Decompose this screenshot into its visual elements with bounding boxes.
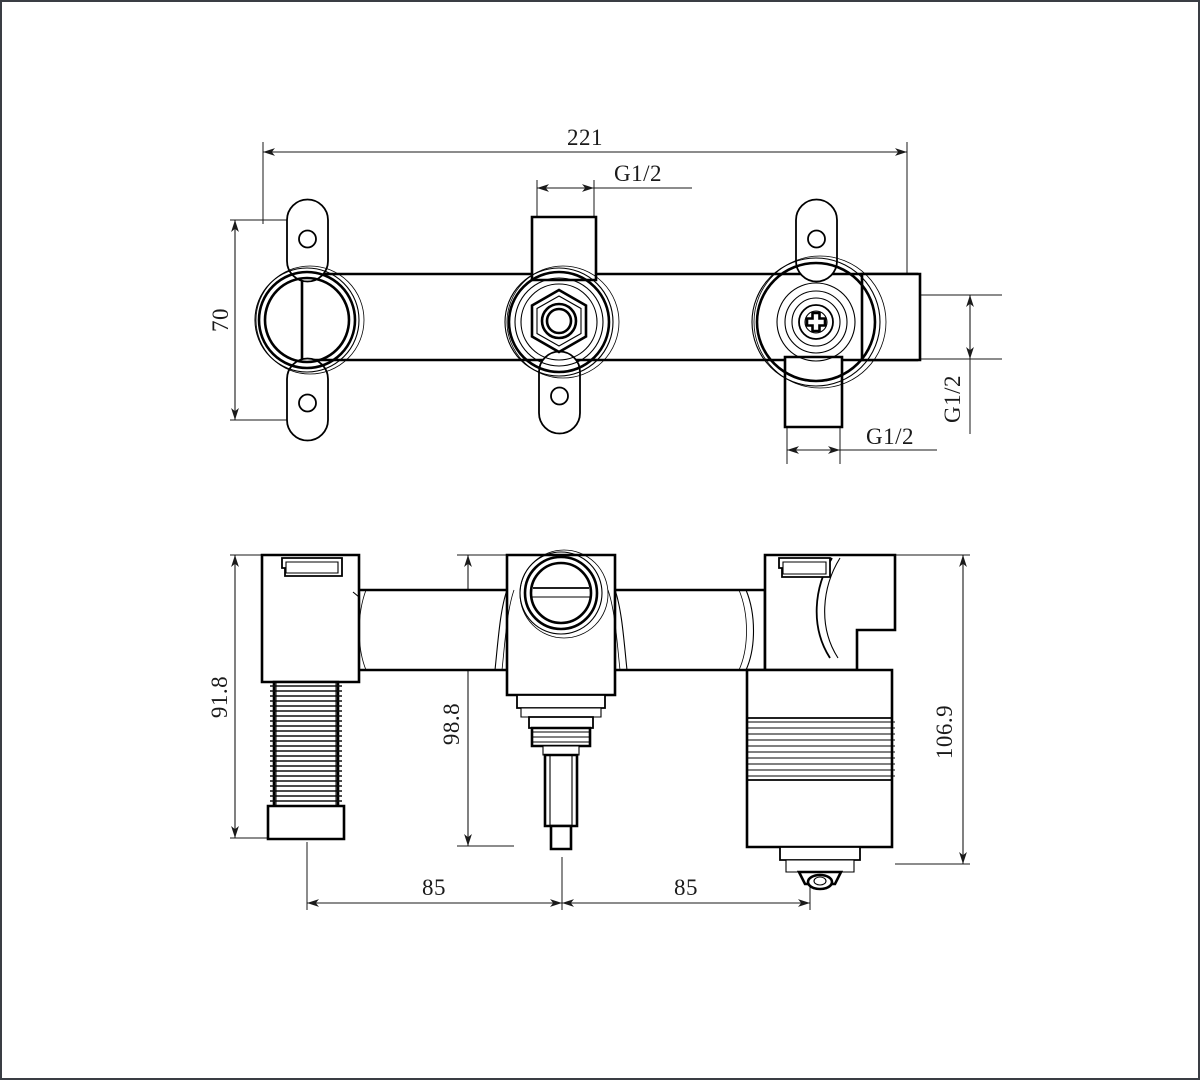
center-valve-assembly (504, 215, 620, 435)
dim-85-left: 85 (307, 875, 562, 907)
dim-91-8-label: 91.8 (207, 676, 232, 718)
dim-70: 70 (208, 220, 239, 420)
plan-left-valve-body (260, 553, 361, 841)
dim-g12-right-side: G1/2 (940, 295, 974, 434)
dim-70-label: 70 (208, 308, 233, 332)
right-valve-assembly (751, 198, 887, 429)
bottom-plan-view: 91.8 98.8 106.9 85 85 (207, 549, 970, 910)
dim-g12-center-top-label: G1/2 (614, 161, 662, 186)
dim-85-left-label: 85 (422, 875, 446, 900)
dim-106-9-label: 106.9 (932, 705, 957, 759)
dim-g12-right-side-label: G1/2 (940, 375, 965, 423)
dim-106-9: 106.9 (932, 555, 967, 864)
plan-right-valve-body (745, 553, 897, 891)
phillips-screw-icon (805, 311, 827, 333)
plan-center-valve-body (494, 549, 628, 851)
thread-hatch-right (747, 721, 895, 777)
left-valve-assembly (254, 198, 365, 442)
front-elevation-view: 221 70 G1/2 G1/2 G1/2 (208, 125, 1002, 464)
dim-g12-bottom-label: G1/2 (866, 424, 914, 449)
dim-85-right: 85 (562, 875, 810, 907)
dim-221: 221 (263, 125, 907, 156)
dim-85-right-label: 85 (674, 875, 698, 900)
extension-lines-top-view (230, 142, 1002, 464)
extension-lines-bottom-view (230, 554, 970, 910)
dim-g12-bottom: G1/2 (787, 424, 914, 454)
dim-98-8-label: 98.8 (439, 703, 464, 745)
dim-91-8: 91.8 (207, 555, 239, 838)
right-side-outlet-boss (860, 272, 922, 362)
dim-221-label: 221 (567, 125, 603, 150)
dim-g12-center-top: G1/2 (537, 161, 662, 192)
